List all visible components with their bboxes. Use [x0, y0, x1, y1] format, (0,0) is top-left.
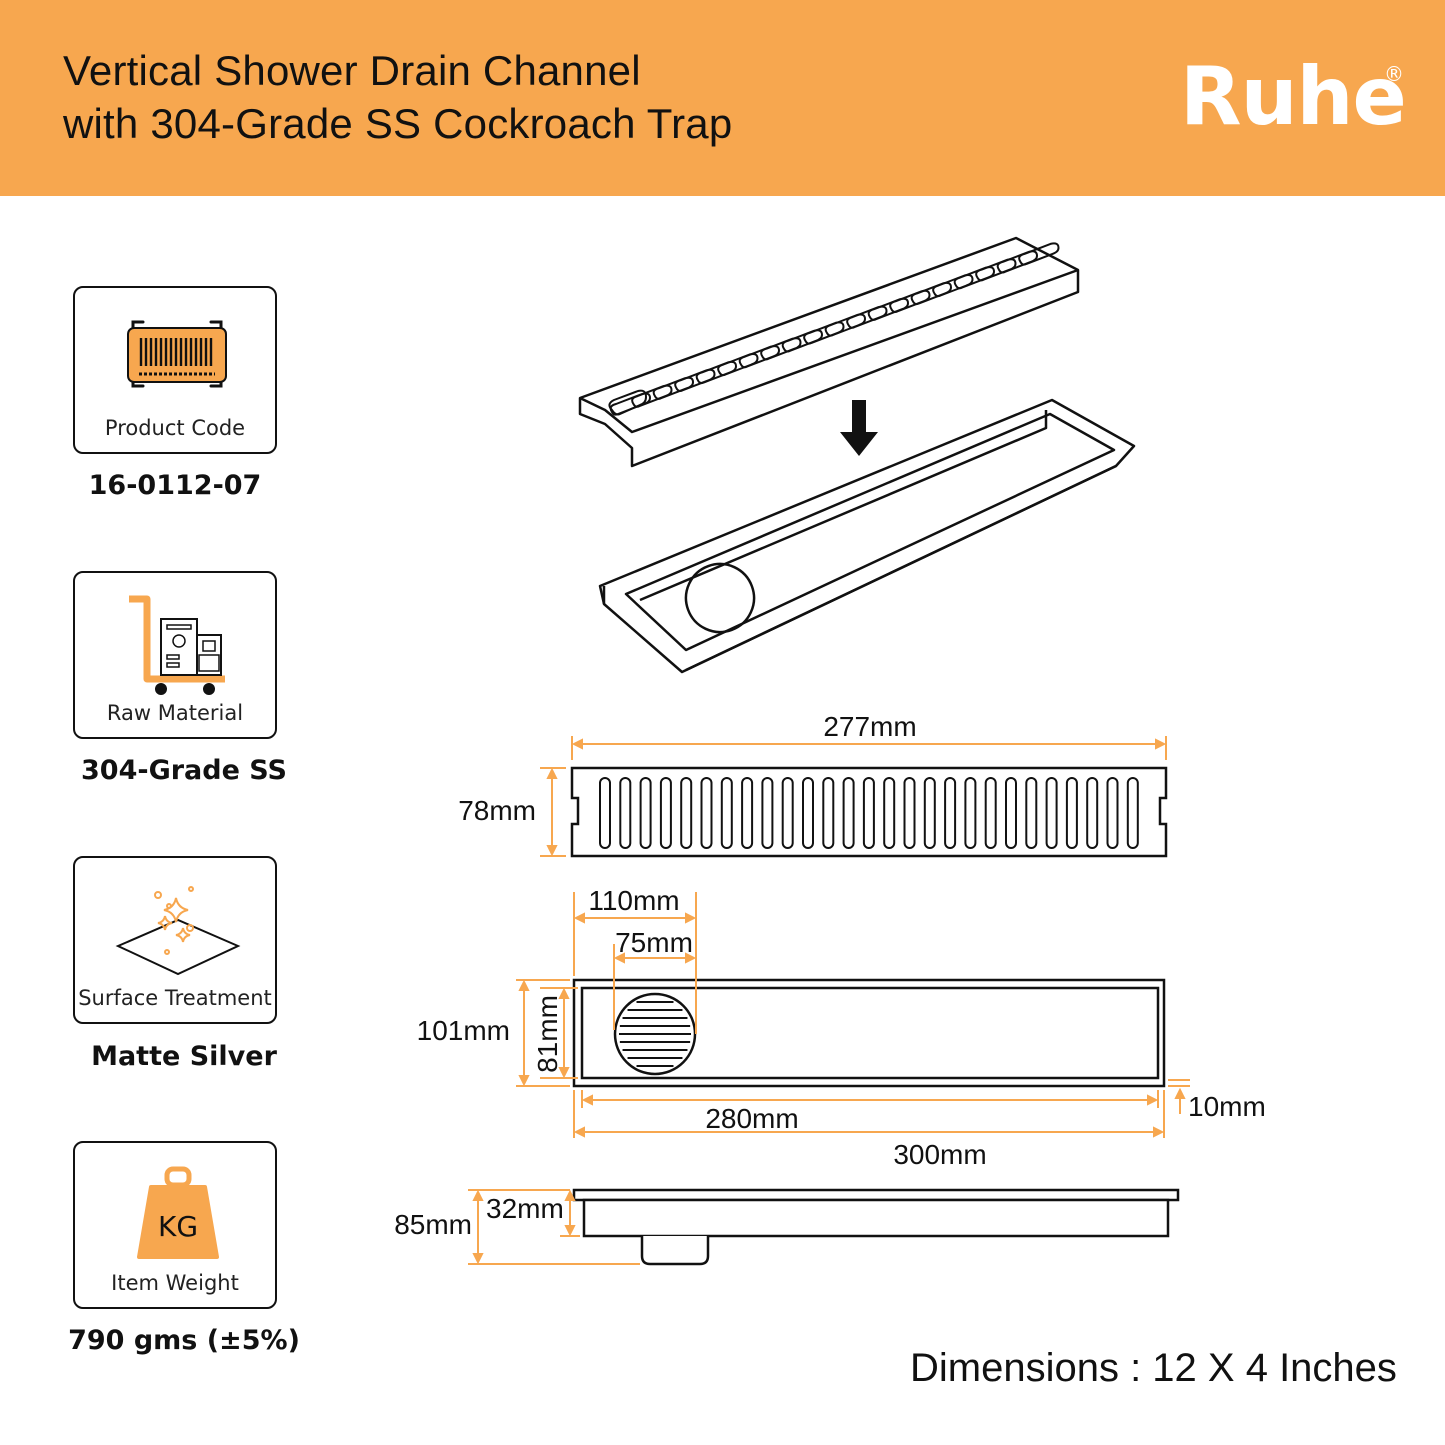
- channel-top-view: [572, 978, 1166, 1088]
- grate-slot-iso: [674, 368, 716, 392]
- header-banner: Vertical Shower Drain Channel with 304-G…: [0, 0, 1445, 196]
- dim-flange: 10mm: [1188, 1091, 1266, 1122]
- weight-icon-text: KG: [158, 1210, 198, 1243]
- brand-logo: Ruhe: [1180, 50, 1407, 143]
- grate-slot: [720, 777, 733, 849]
- dim-total-depth: 85mm: [394, 1209, 472, 1240]
- spec-card-surface-treatment: Surface Treatment: [73, 856, 277, 1024]
- grate-slot-iso: [738, 345, 780, 369]
- spec-value-item-weight: 790 gms (±5%): [68, 1325, 300, 1356]
- grate-slot: [842, 777, 855, 849]
- grate-slot-iso: [631, 384, 673, 408]
- grate-slot-iso: [609, 392, 651, 416]
- barcode-scanner-icon: [127, 320, 227, 388]
- grate-slot-iso: [652, 376, 694, 400]
- grate-slot: [700, 777, 713, 849]
- trap-grille: [619, 1001, 691, 1067]
- dim-outlet-offset: 110mm: [588, 885, 679, 916]
- spec-label: Raw Material: [106, 701, 244, 725]
- spec-card-item-weight: KG Item Weight: [73, 1141, 277, 1309]
- grate-slot-iso: [975, 258, 1017, 282]
- dim-body-depth: 32mm: [486, 1193, 564, 1224]
- grate-slot: [964, 777, 977, 849]
- spec-label: Surface Treatment: [78, 986, 272, 1010]
- spec-card-raw-material: Raw Material: [73, 571, 277, 739]
- grate-slot-iso: [695, 360, 737, 385]
- grate-slot: [741, 777, 754, 849]
- grate-slot: [903, 777, 916, 849]
- spec-label: Item Weight: [111, 1271, 239, 1295]
- grate-slot: [944, 777, 957, 849]
- grate-slots-iso: [609, 242, 1060, 416]
- grate-slot: [1005, 777, 1017, 849]
- grate-slot: [599, 777, 611, 849]
- grate-slot: [883, 777, 896, 849]
- grate-slot: [1065, 777, 1078, 849]
- dim-outlet-diameter: 75mm: [615, 927, 693, 958]
- grate-slot-iso: [760, 337, 802, 361]
- grate-slot-iso: [803, 321, 845, 345]
- weight-kg-icon: KG: [137, 1166, 219, 1259]
- grate-slot-iso: [889, 289, 931, 313]
- grate-slot-iso: [932, 274, 974, 298]
- exploded-isometric-view: [578, 236, 1136, 674]
- grate-slot: [761, 777, 774, 849]
- grate-slot: [1025, 777, 1038, 849]
- grate-slot: [639, 777, 652, 849]
- grate-slot: [862, 777, 875, 849]
- grate-slot: [1106, 777, 1119, 849]
- dim-grate-length: 277mm: [823, 711, 916, 742]
- grate-slot-iso: [996, 250, 1038, 274]
- grate-slot-iso: [867, 297, 909, 321]
- grate-slot: [680, 777, 693, 849]
- grate-slot: [1086, 777, 1099, 849]
- dimensions-summary: Dimensions : 12 X 4 Inches: [910, 1346, 1397, 1390]
- grate-slot-iso: [781, 329, 823, 353]
- material-trolley-icon: [129, 595, 225, 695]
- grate-slot: [984, 777, 997, 849]
- grate-slot: [822, 777, 835, 849]
- grate-slot: [619, 777, 632, 849]
- channel-side-view: [572, 1188, 1180, 1266]
- grate-slot: [1126, 777, 1139, 849]
- grate-slot: [659, 777, 672, 849]
- grate-slot-iso: [1018, 242, 1060, 266]
- down-arrow-icon: [840, 400, 878, 456]
- grate-slot-iso: [717, 353, 759, 377]
- sparkle-surface-icon: [115, 886, 241, 976]
- technical-drawing: 277mm 78mm 110mm 75mm 101mm 81mm 280mm 1…: [394, 236, 1266, 1266]
- dim-inner-length: 280mm: [705, 1103, 798, 1134]
- grate-slot-iso: [953, 266, 995, 290]
- page-title: Vertical Shower Drain Channel with 304-G…: [63, 44, 732, 150]
- dim-inner-width: 81mm: [532, 995, 563, 1073]
- grate-slots: [599, 777, 1139, 849]
- dim-total-length: 300mm: [893, 1139, 986, 1170]
- title-line-2: with 304-Grade SS Cockroach Trap: [63, 100, 733, 147]
- grate-slot: [923, 777, 936, 849]
- grate-slot: [1045, 777, 1058, 849]
- grate-slot: [802, 777, 814, 849]
- grate-slot-iso: [910, 281, 952, 306]
- spec-value-product-code: 16-0112-07: [88, 470, 262, 501]
- grate-slot-iso: [846, 305, 888, 329]
- spec-card-product-code: Product Code: [73, 286, 277, 454]
- title-line-1: Vertical Shower Drain Channel: [63, 47, 641, 94]
- registered-mark: ®: [1384, 62, 1404, 86]
- grate-slot: [781, 777, 794, 849]
- dim-grate-width: 78mm: [458, 795, 536, 826]
- spec-value-raw-material: 304-Grade SS: [81, 755, 287, 786]
- spec-value-surface-treatment: Matte Silver: [91, 1041, 277, 1072]
- dim-channel-width: 101mm: [417, 1015, 510, 1046]
- grate-slot-iso: [824, 313, 866, 337]
- spec-label: Product Code: [104, 416, 246, 440]
